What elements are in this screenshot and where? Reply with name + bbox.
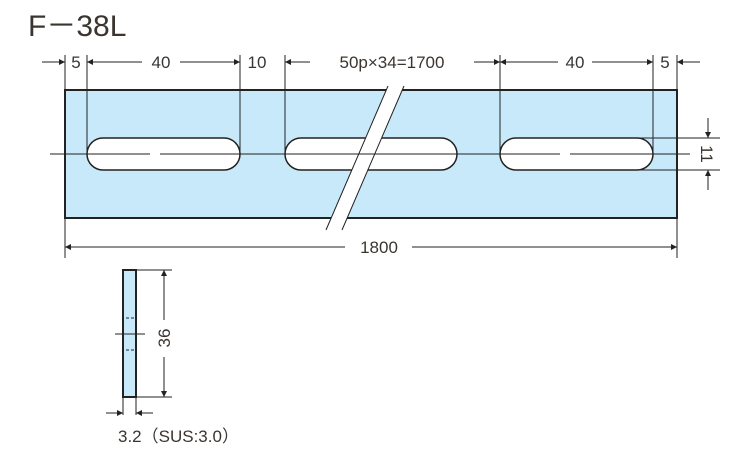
dim-slot-width: 11 — [697, 145, 716, 163]
dim-slot-right: 40 — [566, 53, 585, 72]
dim-edge-right: 5 — [660, 53, 669, 72]
dim-gap: 10 — [248, 53, 267, 72]
part-title: F－38L — [28, 10, 126, 43]
dim-slot-left: 40 — [152, 53, 171, 72]
dim-height: 36 — [155, 329, 174, 348]
slot-width-dimension: 11 — [697, 118, 716, 190]
top-dimensions: 5 40 10 50p×34=1700 40 5 — [42, 53, 700, 72]
break-gap — [326, 86, 404, 230]
plate-side-view: 36 3.2（SUS:3.0） — [106, 269, 239, 446]
dim-pitch: 50p×34=1700 — [340, 53, 445, 72]
dim-overall-length: 1800 — [360, 238, 398, 257]
overall-length-dimension: 1800 — [65, 238, 677, 257]
dim-thickness: 3.2（SUS:3.0） — [118, 427, 239, 446]
plate-top-view — [50, 85, 690, 231]
dim-edge-left: 5 — [71, 53, 80, 72]
